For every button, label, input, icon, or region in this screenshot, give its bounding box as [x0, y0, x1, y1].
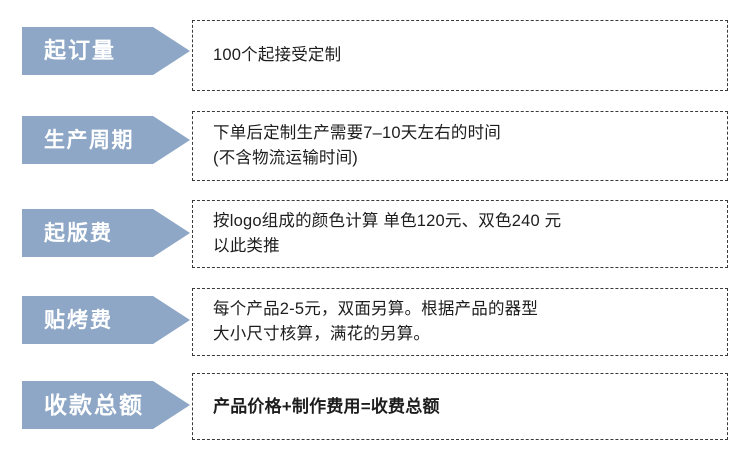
spec-content-line: 以此类推 [213, 237, 280, 255]
spec-content-box-total-amount: 产品价格+制作费用=收费总额 [192, 373, 728, 440]
spec-row-production-cycle: 生产周期 下单后定制生产需要7–10天左右的时间 (不含物流运输时间) [0, 95, 750, 190]
spec-label-text: 起订量 [44, 38, 117, 63]
spec-content-box-production-cycle: 下单后定制生产需要7–10天左右的时间 (不含物流运输时间) [192, 111, 728, 181]
spec-content-line: 每个产品2-5元，双面另算。根据产品的器型 [213, 300, 539, 318]
spec-content-box-order-quantity: 100个起接受定制 [192, 20, 728, 91]
spec-row-setup-fee: 起版费 按logo组成的颜色计算 单色120元、双色240 元 以此类推 [0, 190, 750, 280]
spec-label-text: 贴烤费 [44, 308, 113, 332]
spec-label-arrow-production-cycle: 生产周期 [22, 116, 190, 164]
spec-label-arrow-setup-fee: 起版费 [22, 209, 190, 257]
spec-row-order-quantity: 起订量 100个起接受定制 [0, 0, 750, 95]
spec-label-text: 起版费 [44, 221, 113, 245]
spec-label-arrow-total-amount: 收款总额 [22, 381, 190, 429]
spec-label-arrow-decal-firing-fee: 贴烤费 [22, 296, 190, 344]
spec-row-decal-firing-fee: 贴烤费 每个产品2-5元，双面另算。根据产品的器型 大小尺寸核算，满花的另算。 [0, 280, 750, 370]
spec-content-line: 按logo组成的颜色计算 单色120元、双色240 元 [213, 212, 562, 230]
spec-content-line: 产品价格+制作费用=收费总额 [213, 397, 440, 416]
spec-content-line: 100个起接受定制 [213, 46, 342, 64]
spec-content-line: (不含物流运输时间) [213, 149, 358, 167]
spec-content-box-decal-firing-fee: 每个产品2-5元，双面另算。根据产品的器型 大小尺寸核算，满花的另算。 [192, 288, 728, 356]
spec-content-box-setup-fee: 按logo组成的颜色计算 单色120元、双色240 元 以此类推 [192, 200, 728, 268]
spec-label-arrow-order-quantity: 起订量 [22, 27, 190, 75]
spec-content-line: 下单后定制生产需要7–10天左右的时间 [213, 124, 502, 142]
spec-label-text: 收款总额 [44, 391, 144, 418]
spec-label-text: 生产周期 [44, 128, 134, 152]
spec-content-line: 大小尺寸核算，满花的另算。 [213, 325, 431, 343]
spec-row-total-amount: 收款总额 产品价格+制作费用=收费总额 [0, 370, 750, 475]
